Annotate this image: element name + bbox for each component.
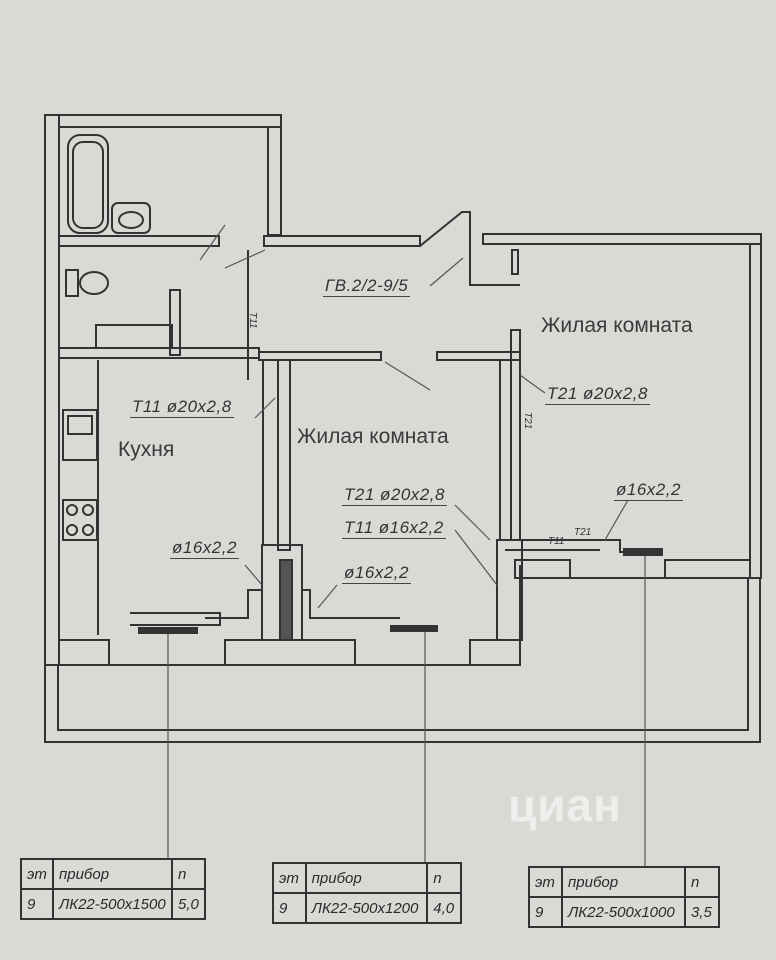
- pipe-label-t11-center: T11 ø16x2,2: [342, 518, 446, 539]
- cell-device: ЛК22-500x1200: [304, 892, 429, 924]
- wall-right: [749, 243, 762, 579]
- pipe-label-small-t21: T21: [574, 527, 592, 538]
- radiator-right: [623, 548, 663, 556]
- radiator-center: [390, 625, 438, 632]
- cell-n: 3,5: [683, 896, 721, 928]
- pipe-label-center-branch: ø16x2,2: [342, 563, 411, 584]
- pipe-label-riser: ГВ.2/2-9/5: [323, 276, 411, 297]
- header-floor: эт: [528, 866, 563, 898]
- wall-hall-top: [263, 235, 421, 247]
- cell-floor: 9: [528, 896, 563, 928]
- cell-device: ЛК22-500x1500: [51, 888, 174, 920]
- header-n: n: [171, 858, 206, 890]
- room-label-kitchen: Кухня: [118, 438, 175, 461]
- radiator-kitchen: [138, 627, 198, 634]
- pipe-label-vertical-t11: T11: [247, 312, 258, 329]
- pipe-label-t21-right: T21 ø20x2,8: [545, 384, 650, 405]
- wall-right-room-top: [482, 233, 762, 245]
- pipe-label-vertical-t21: T21: [522, 412, 533, 430]
- wall-bath-top: [58, 114, 282, 128]
- header-floor: эт: [20, 858, 54, 890]
- pipe-label-t21-center: T21 ø20x2,8: [342, 485, 447, 506]
- header-device: прибор: [304, 862, 429, 894]
- cell-floor: 9: [272, 892, 307, 924]
- header-n: n: [683, 866, 721, 898]
- cell-n: 4,0: [426, 892, 462, 924]
- bathtub-icon: [67, 134, 109, 234]
- pipe-label-right-branch: ø16x2,2: [614, 480, 683, 501]
- wall-left: [44, 114, 60, 666]
- wall-bath-right: [267, 126, 282, 236]
- sink-icon: [111, 202, 151, 234]
- toilet-icon: [65, 269, 79, 297]
- header-device: прибор: [51, 858, 174, 890]
- cell-floor: 9: [20, 888, 54, 920]
- pipe-label-kitchen-branch: ø16x2,2: [170, 538, 239, 559]
- cell-device: ЛК22-500x1000: [561, 896, 686, 928]
- header-n: n: [426, 862, 462, 894]
- room-label-living-right: Жилая комната: [541, 314, 693, 337]
- header-device: прибор: [561, 866, 686, 898]
- watermark: циан: [508, 779, 622, 831]
- pipe-label-small-t11: T11: [548, 536, 565, 547]
- cell-n: 5,0: [171, 888, 206, 920]
- wall-bath-bottom: [58, 235, 220, 247]
- header-floor: эт: [272, 862, 307, 894]
- pipe-label-t11-main: T11 ø20x2,8: [130, 397, 234, 418]
- room-label-living-center: Жилая комната: [297, 425, 449, 448]
